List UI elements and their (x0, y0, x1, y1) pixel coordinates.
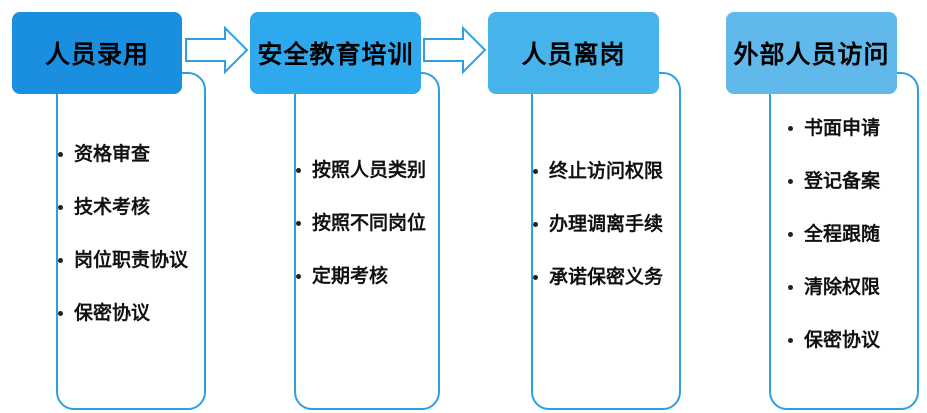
list-item: 全程跟随 (788, 221, 880, 274)
list-item: 承诺保密义务 (533, 264, 663, 317)
stage-header-external-visit: 外部人员访问 (726, 12, 897, 94)
list-item: 办理调离手续 (533, 211, 663, 264)
stage-title: 人员录用 (44, 40, 149, 69)
list-item: 技术考核 (58, 194, 188, 247)
stage-title: 人员离岗 (521, 40, 626, 69)
stage-card-hiring (56, 72, 206, 410)
stage-header-training: 安全教育培训 (250, 12, 421, 94)
list-item: 保密协议 (788, 327, 880, 380)
stage-items-external-visit: 书面申请 登记备案 全程跟随 清除权限 保密协议 (788, 115, 880, 380)
stage-card-training (294, 72, 440, 410)
stage-header-hiring: 人员录用 (12, 12, 182, 94)
list-item: 按照人员类别 (296, 157, 426, 210)
stage-card-external-visit (769, 72, 919, 410)
list-item: 岗位职责协议 (58, 247, 188, 300)
list-item: 登记备案 (788, 168, 880, 221)
list-item: 定期考核 (296, 263, 426, 316)
stage-header-departure: 人员离岗 (488, 12, 659, 94)
stage-card-departure (531, 72, 681, 410)
stage-items-departure: 终止访问权限 办理调离手续 承诺保密义务 (533, 158, 663, 317)
list-item: 书面申请 (788, 115, 880, 168)
list-item: 保密协议 (58, 300, 188, 353)
list-item: 资格审查 (58, 141, 188, 194)
list-item: 按照不同岗位 (296, 210, 426, 263)
stage-items-hiring: 资格审查 技术考核 岗位职责协议 保密协议 (58, 141, 188, 353)
stage-title: 外部人员访问 (733, 40, 890, 69)
flow-arrow-icon (185, 26, 249, 74)
list-item: 终止访问权限 (533, 158, 663, 211)
stage-title: 安全教育培训 (257, 40, 414, 69)
stage-items-training: 按照人员类别 按照不同岗位 定期考核 (296, 157, 426, 316)
list-item: 清除权限 (788, 274, 880, 327)
flow-arrow-icon (423, 26, 487, 74)
